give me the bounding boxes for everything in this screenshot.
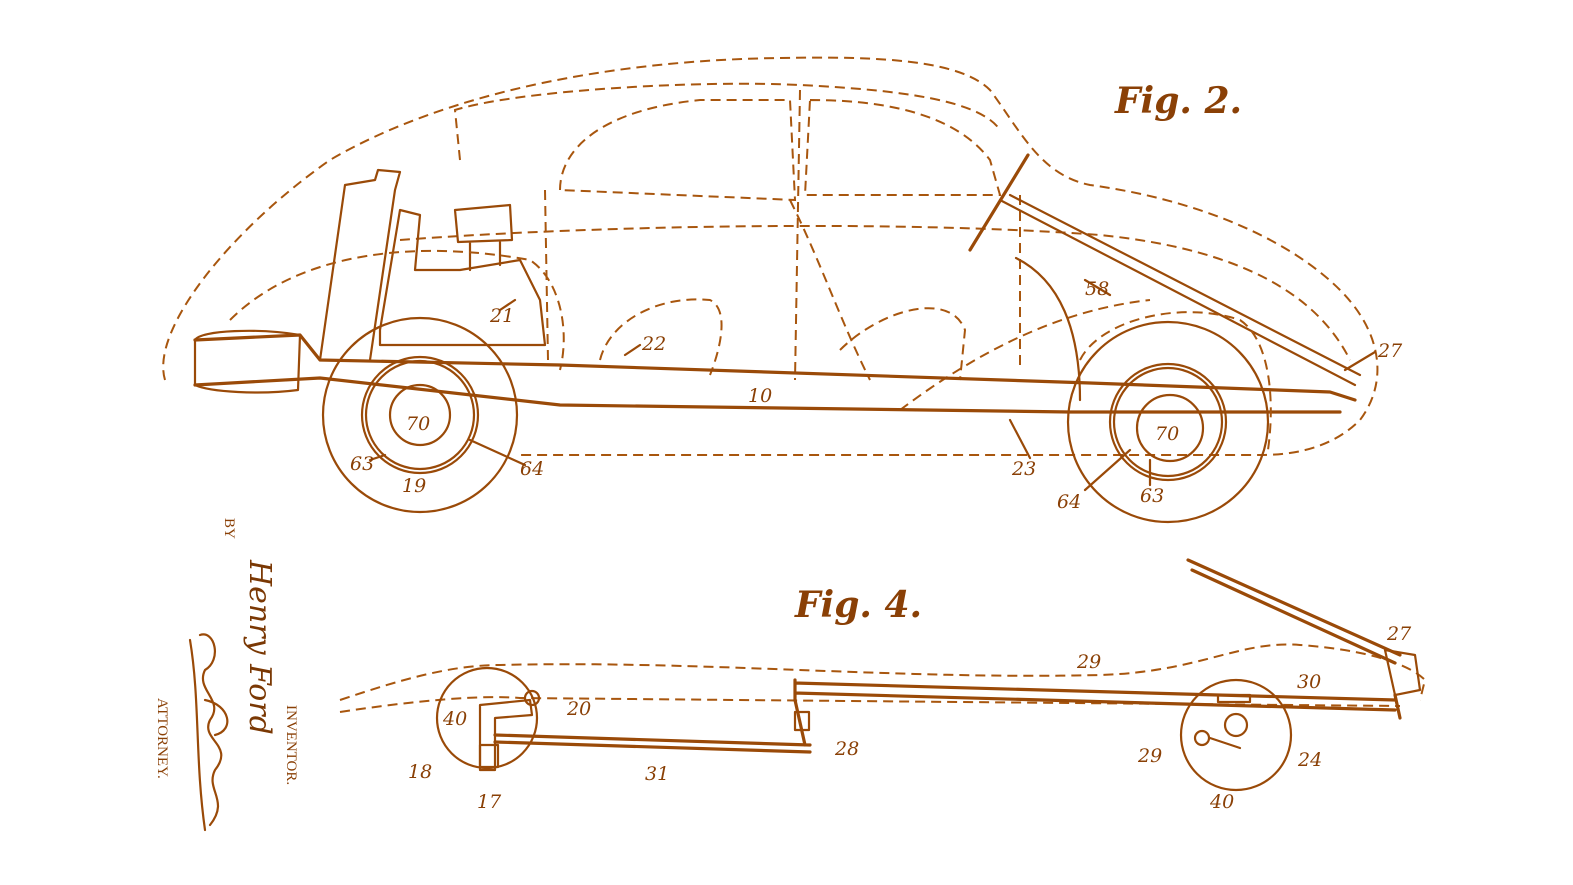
window-rear — [558, 99, 797, 202]
pedal-lever — [1186, 558, 1402, 665]
front-brake-arm — [1208, 693, 1252, 750]
label-21: 21 — [489, 305, 514, 327]
belt-line — [399, 224, 1351, 361]
front-brake-drum — [1179, 678, 1293, 792]
rear-bumper — [193, 329, 302, 394]
label-58: 58 — [1085, 278, 1109, 300]
label-27: 27 — [1377, 340, 1403, 362]
brake-rod-29 — [793, 678, 1402, 720]
floor-line — [899, 299, 1151, 411]
seat-front — [789, 199, 967, 381]
label-10: 10 — [748, 385, 772, 407]
label-40-rear: 40 — [442, 708, 467, 730]
label-27-fig4: 27 — [1386, 623, 1412, 645]
label-20: 20 — [566, 698, 591, 720]
front-fender — [1079, 311, 1272, 451]
label-63-front: 63 — [1140, 485, 1164, 507]
rear-wheel — [321, 316, 519, 514]
fig4-title: Fig. 4. — [794, 584, 922, 626]
front-axle-hub — [1223, 712, 1249, 738]
frame-rail-10 — [193, 333, 1357, 402]
label-31: 31 — [645, 763, 669, 785]
steering-column — [998, 193, 1362, 387]
label-63-rear: 63 — [350, 453, 374, 475]
seat-rear — [599, 298, 723, 376]
pivot-29 — [1193, 729, 1211, 747]
engine-block — [378, 208, 547, 347]
label-28: 28 — [834, 738, 859, 760]
fig4-body-outline — [339, 643, 1427, 713]
signature-block: BY INVENTOR. ATTORNEY. Henry Ford — [154, 518, 299, 832]
label-64-rear: 64 — [520, 458, 544, 480]
window-front — [803, 98, 1002, 196]
label-18: 18 — [408, 761, 432, 783]
by-caption: BY — [221, 518, 237, 539]
door-line — [544, 89, 1021, 381]
bracket-28 — [793, 710, 811, 732]
fig2-car-side-view: Fig. 2. 21 22 10 58 27 70 63 64 19 70 64… — [162, 56, 1403, 524]
radiator — [318, 168, 402, 362]
label-70-rear: 70 — [406, 413, 430, 435]
label-30: 30 — [1297, 671, 1321, 693]
pedal-pivot-27 — [1383, 648, 1422, 697]
fender-rear — [229, 249, 565, 371]
rod-31 — [493, 698, 812, 754]
fig4-linkage-view: Fig. 4. 29 27 30 20 40 18 17 31 28 29 24… — [339, 558, 1427, 813]
label-64-front: 64 — [1057, 491, 1081, 513]
cabin-outline — [453, 82, 1001, 161]
brake-arm-18 — [478, 698, 534, 772]
label-40-front: 40 — [1209, 791, 1234, 813]
air-cleaner — [453, 203, 514, 272]
label-29-top: 29 — [1076, 651, 1101, 673]
gear-lever — [1014, 256, 1082, 402]
label-23: 23 — [1011, 458, 1036, 480]
pivot-20 — [523, 689, 541, 707]
steering-wheel — [968, 153, 1030, 252]
inventor-signature: Henry Ford — [242, 559, 277, 735]
label-17: 17 — [477, 791, 502, 813]
label-29-bottom: 29 — [1137, 745, 1162, 767]
label-70-front: 70 — [1155, 423, 1179, 445]
attorney-signature — [188, 633, 229, 832]
leader-lines — [368, 278, 1377, 492]
front-wheel — [1066, 320, 1270, 524]
label-22: 22 — [641, 333, 666, 355]
cam-17 — [478, 743, 500, 769]
inventor-caption: INVENTOR. — [283, 705, 299, 785]
label-24: 24 — [1297, 749, 1322, 771]
attorney-caption: ATTORNEY. — [154, 698, 170, 779]
frame-rail-lower — [193, 376, 1342, 414]
body-outline — [162, 56, 1379, 456]
fig2-title: Fig. 2. — [1114, 80, 1242, 122]
label-19: 19 — [402, 475, 426, 497]
